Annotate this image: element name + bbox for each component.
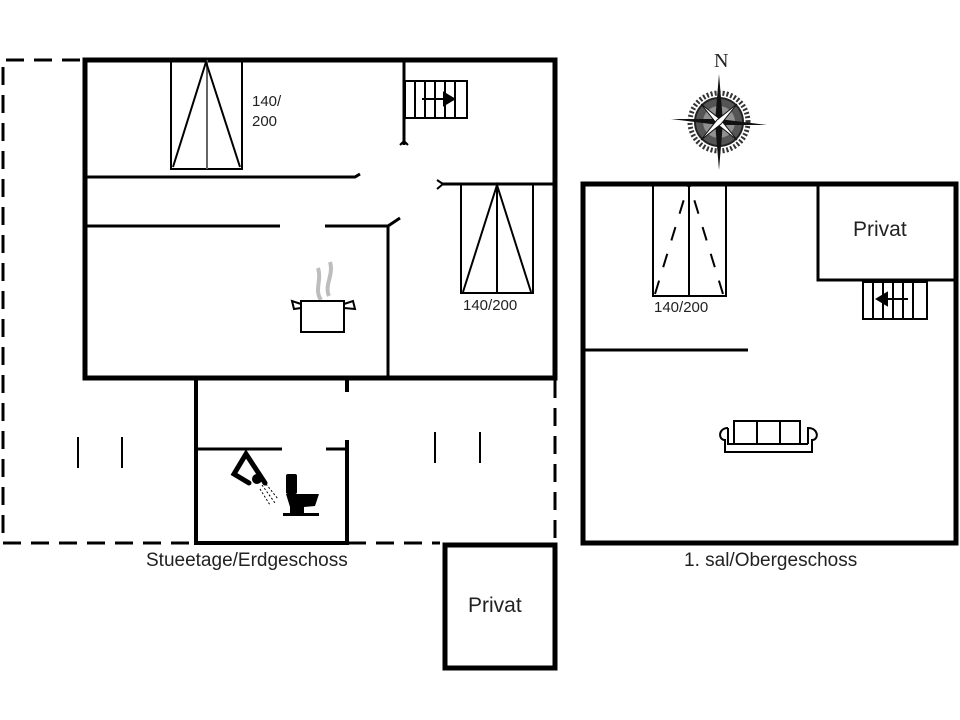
privat-room-walls xyxy=(816,184,956,282)
floor-caption-ground: Stueetage/Erdgeschoss xyxy=(146,550,348,571)
interior-walls xyxy=(85,60,555,380)
stairs-icon xyxy=(404,80,468,119)
room-label-privat: Privat xyxy=(853,218,907,241)
annex-privat-room xyxy=(442,542,558,671)
bed-icon xyxy=(460,181,534,294)
bed-size-label: 140/ 200 xyxy=(252,92,281,132)
bed-size-label: 140/200 xyxy=(463,297,518,314)
upper-floor-plan xyxy=(580,181,959,546)
ground-floor-plan xyxy=(1,57,558,671)
floor-caption-upper: 1. sal/Obergeschoss xyxy=(684,550,858,571)
upper-outer-wall xyxy=(580,181,959,546)
bathroom-walls xyxy=(194,378,349,545)
bed-size-line1: 140/ xyxy=(252,93,282,110)
stairs-icon xyxy=(862,281,928,320)
compass-rose-icon xyxy=(671,74,767,170)
toilet-icon xyxy=(283,474,319,516)
shower-icon xyxy=(230,449,279,506)
terrace-outline xyxy=(1,58,557,545)
bed-icon xyxy=(170,58,243,170)
bed-size-label: 140/200 xyxy=(654,299,709,316)
room-label-privat: Privat xyxy=(468,594,522,617)
ground-outer-wall xyxy=(82,57,558,381)
bed-icon xyxy=(652,183,727,297)
terrace-marks xyxy=(77,432,481,468)
bed-size-line2: 200 xyxy=(252,113,278,130)
kitchen-pot-icon xyxy=(290,261,357,333)
sofa-icon xyxy=(719,420,818,453)
compass-north-label: N xyxy=(714,50,729,72)
